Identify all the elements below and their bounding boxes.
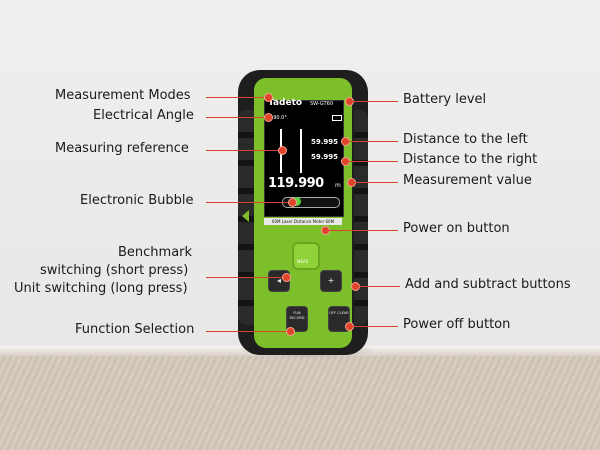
main-measurement-value: 119.990 xyxy=(268,176,324,191)
add-button[interactable]: + xyxy=(320,270,342,292)
power-off-button[interactable]: OFF CLEAR xyxy=(328,306,350,332)
callout-add-subtract: Add and subtract buttons xyxy=(405,277,571,292)
callout-dot xyxy=(346,98,353,105)
callout-electrical-angle: Electrical Angle xyxy=(93,108,194,123)
callout-line xyxy=(348,141,398,142)
callout-line xyxy=(206,150,282,151)
right-distance-value: 59.995 xyxy=(311,153,339,161)
callout-power-on: Power on button xyxy=(403,221,510,236)
callout-benchmark-short: switching (short press) xyxy=(40,263,189,278)
callout-dot xyxy=(283,274,290,281)
callout-line xyxy=(352,326,398,327)
unit-label: m xyxy=(335,182,341,189)
angle-readout: ⊿90.0° xyxy=(269,115,287,121)
function-button[interactable]: FUN RECORD xyxy=(286,306,308,332)
callout-line xyxy=(352,101,398,102)
callout-line xyxy=(358,286,400,287)
right-grip xyxy=(354,110,368,325)
battery-icon xyxy=(332,115,342,121)
callout-dot xyxy=(322,227,329,234)
callout-benchmark: Benchmark xyxy=(118,245,193,260)
callout-dot xyxy=(279,147,286,154)
callout-line xyxy=(206,117,268,118)
side-arrow-icon xyxy=(242,210,249,222)
callout-dot xyxy=(265,94,272,101)
callout-line xyxy=(206,277,286,278)
callout-line xyxy=(206,331,290,332)
callout-function-selection: Function Selection xyxy=(75,322,195,337)
model-strip: 60M Laser Distance Meter 60M xyxy=(264,218,342,225)
callout-distance-left: Distance to the left xyxy=(403,132,528,147)
callout-dot xyxy=(348,179,355,186)
brand-logo: Tadeto xyxy=(268,98,303,108)
minus-label: ◂ xyxy=(276,276,281,285)
callout-unit-long: Unit switching (long press) xyxy=(14,281,188,296)
callout-dot xyxy=(346,323,353,330)
callout-dot xyxy=(289,199,296,206)
plus-label: + xyxy=(327,276,335,285)
callout-electronic-bubble: Electronic Bubble xyxy=(80,193,194,208)
callout-line xyxy=(328,230,398,231)
reference-bar-icon xyxy=(300,129,302,173)
laser-distance-meter: Tadeto SW-GT60 ⊿90.0° 59.995 59.995 119.… xyxy=(238,70,368,355)
callout-line xyxy=(348,161,398,162)
callout-measurement-modes: Measurement Modes xyxy=(55,88,191,103)
left-distance-value: 59.995 xyxy=(311,138,339,146)
callout-distance-right: Distance to the right xyxy=(403,152,538,167)
callout-measurement-value: Measurement value xyxy=(403,173,532,188)
callout-line xyxy=(206,202,292,203)
callout-dot xyxy=(265,114,272,121)
callout-power-off: Power off button xyxy=(403,317,511,332)
model-number: SW-GT60 xyxy=(310,101,334,107)
callout-line xyxy=(206,97,268,98)
floor-surface xyxy=(0,356,600,450)
callout-measuring-reference: Measuring reference xyxy=(55,141,189,156)
callout-dot xyxy=(342,158,349,165)
callout-line xyxy=(354,182,398,183)
callout-dot xyxy=(342,138,349,145)
callout-dot xyxy=(287,328,294,335)
callout-battery-level: Battery level xyxy=(403,92,487,107)
callout-dot xyxy=(352,283,359,290)
bubble-dot-icon xyxy=(292,197,301,206)
meas-button[interactable]: MEAS xyxy=(292,242,320,270)
meas-label: MEAS xyxy=(297,259,309,264)
